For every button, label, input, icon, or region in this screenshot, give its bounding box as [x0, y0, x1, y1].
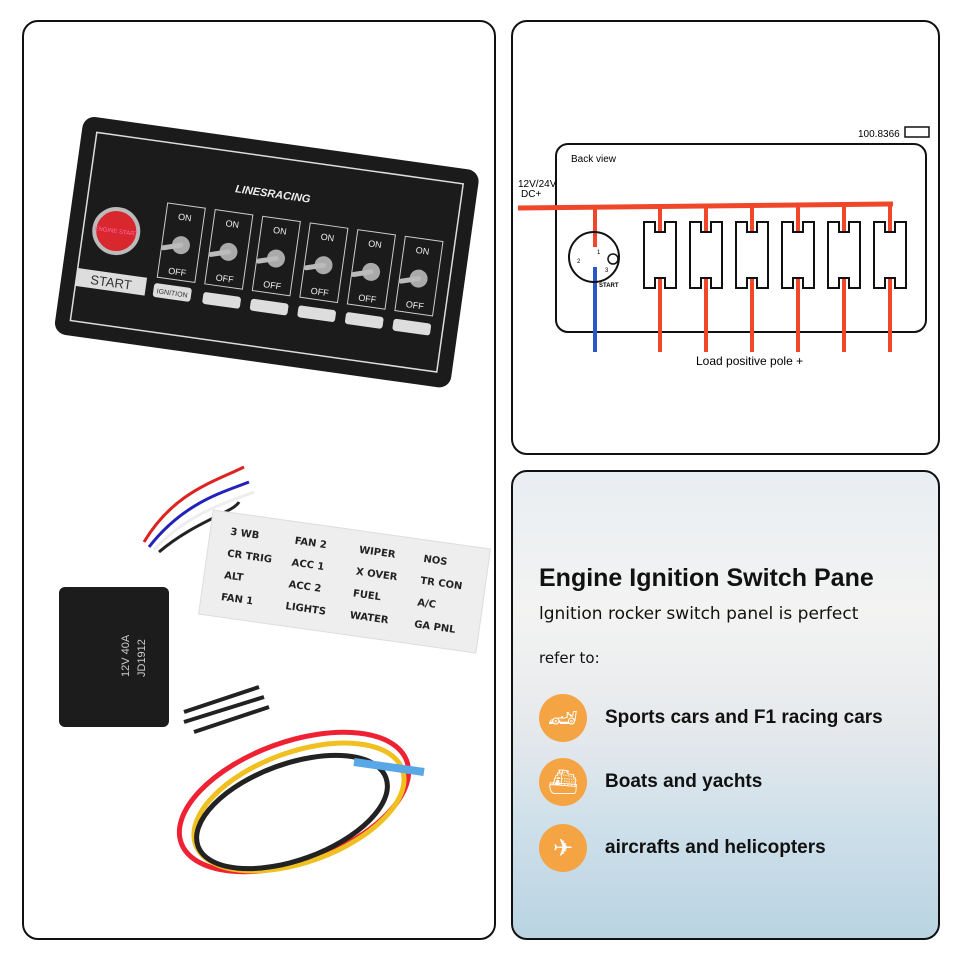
toggle-switch: ON OFF	[202, 209, 254, 309]
start-label: START	[90, 272, 133, 293]
product-photo-panel: LINESRACING ENGINE START START IGNITION …	[22, 20, 496, 940]
sticker-label: ACC 1	[291, 558, 325, 573]
product-photo: LINESRACING ENGINE START START IGNITION …	[54, 116, 492, 875]
svg-text:OFF: OFF	[263, 279, 283, 291]
svg-text:ON: ON	[415, 245, 430, 257]
toggle-switch: ON OFF	[344, 229, 397, 329]
switch-symbol	[873, 221, 907, 289]
list-item: 🏎Sports cars and F1 racing cars	[539, 694, 883, 742]
sticker-label: NOS	[423, 554, 448, 568]
toggle-switch: ON OFF	[297, 222, 349, 322]
sticker-label: FAN 1	[220, 592, 253, 607]
sticker-label: A/C	[417, 597, 437, 611]
svg-text:100.8366: 100.8366	[858, 129, 900, 140]
svg-text:ON: ON	[177, 212, 192, 224]
svg-text:OFF: OFF	[405, 299, 425, 311]
sticker-label: FUEL	[352, 588, 382, 603]
application-info-panel: Engine Ignition Switch Pane lgnition roc…	[511, 470, 940, 940]
toggle-switch: ON OFF	[156, 202, 206, 284]
switch-symbol	[827, 221, 861, 289]
load-label: Load positive pole +	[696, 354, 803, 368]
svg-text:ON: ON	[225, 218, 240, 230]
start-switch-symbol	[568, 231, 620, 283]
race-car-icon: 🏎	[539, 694, 587, 742]
relay-socket-wires	[142, 465, 255, 554]
svg-text:2: 2	[577, 259, 581, 265]
svg-text:12V 40A: 12V 40A	[120, 634, 132, 677]
svg-text:OFF: OFF	[358, 292, 378, 304]
sticker-label: ACC 2	[288, 579, 322, 594]
switch-symbol	[781, 221, 815, 289]
airplane-icon: ✈	[539, 824, 587, 872]
sticker-label: WATER	[349, 610, 389, 626]
sticker-label: 3 WB	[230, 527, 260, 542]
sticker-label: WIPER	[358, 545, 396, 561]
list-item: ⛴Boats and yachts	[539, 758, 762, 806]
svg-text:OFF: OFF	[168, 266, 188, 278]
svg-text:1: 1	[597, 250, 601, 256]
info-title: Engine Ignition Switch Pane	[539, 564, 874, 592]
svg-text:Back view: Back view	[571, 154, 617, 165]
wiring-diagram-panel: 100.8366 Back view 12V/24V DC+ 1 2 3 STA…	[511, 20, 940, 455]
sticker-label: ALT	[223, 570, 244, 584]
svg-text:3: 3	[605, 268, 609, 274]
screws	[183, 685, 270, 734]
relay: 12V 40A JD1912	[59, 587, 169, 727]
info-subtitle: lgnition rocker switch panel is perfect	[539, 604, 859, 624]
svg-text:ON: ON	[273, 225, 288, 237]
toggle-switch: ON OFF	[249, 215, 301, 316]
svg-text:OFF: OFF	[215, 272, 235, 284]
switch-symbol	[643, 221, 677, 289]
ignition-label: IGNITION	[156, 288, 188, 299]
svg-text:DC+: DC+	[521, 189, 541, 200]
switch-symbol	[689, 221, 723, 289]
engine-start-button	[92, 207, 141, 256]
svg-text:START: START	[599, 283, 619, 289]
svg-text:OFF: OFF	[310, 286, 330, 298]
refer-label: refer to:	[539, 649, 600, 667]
list-item: ✈aircrafts and helicopters	[539, 824, 826, 872]
svg-text:ON: ON	[320, 232, 335, 244]
toggle-switch: ON OFF	[392, 235, 444, 336]
svg-text:12V/24V: 12V/24V	[518, 179, 557, 190]
wire-harness	[176, 729, 425, 875]
sticker-label: FAN 2	[294, 536, 327, 551]
ship-icon: ⛴	[539, 758, 587, 806]
svg-text:ON: ON	[368, 238, 383, 250]
wiring-diagram: 100.8366 Back view 12V/24V DC+ 1 2 3 STA…	[517, 126, 930, 368]
svg-text:JD1912: JD1912	[136, 639, 148, 677]
switch-panel: LINESRACING ENGINE START START IGNITION …	[54, 116, 479, 388]
switch-symbol	[735, 221, 769, 289]
